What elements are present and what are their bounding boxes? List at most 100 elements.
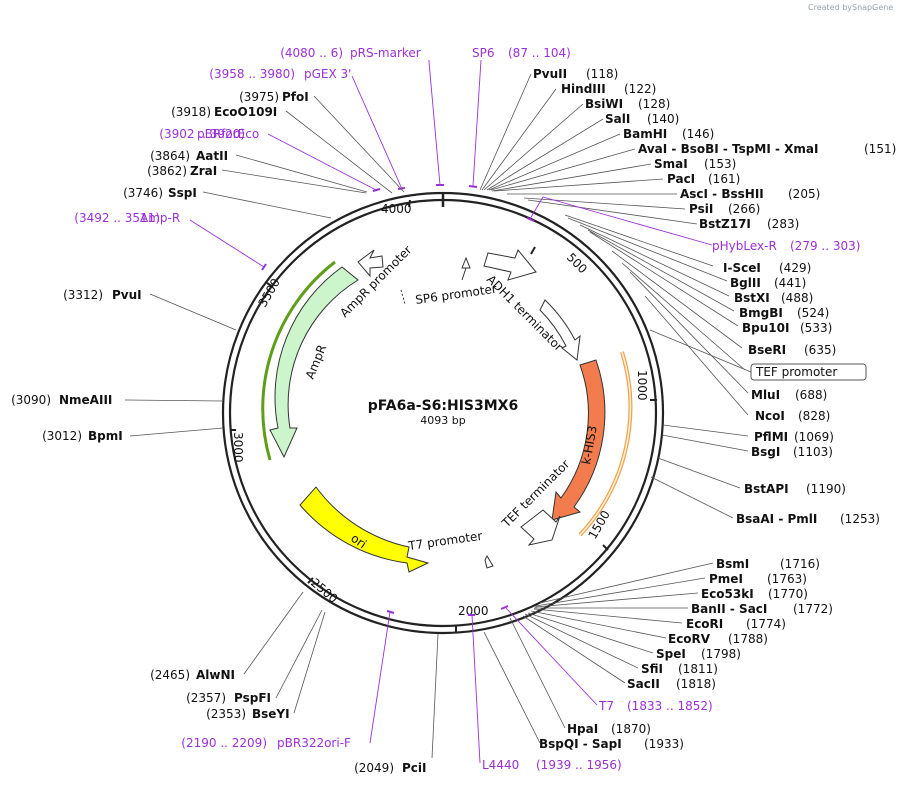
enzyme-position: (266) [728,202,760,216]
leader-line [491,163,652,192]
enzyme-name: HindIII [561,82,606,96]
enzyme-name: I-SceI [723,261,761,275]
enzyme-name: BsaAI - PmlI [736,512,817,526]
enzyme-position: (2353) [206,707,246,721]
enzyme-position: (3090) [11,393,51,407]
enzyme-name: BsgI [751,445,780,459]
leader-line [488,133,621,191]
leader-line [293,611,326,714]
enzyme-name: ZraI [190,164,217,178]
enzyme-name: NcoI [755,409,785,423]
enzyme-name: PspFI [234,691,271,705]
enzyme-name: AscI - BssHII [680,187,764,201]
leader-line [490,148,636,191]
primer-range: (2190 .. 2209) [181,736,267,750]
plasmid-name: pFA6a-S6:HIS3MX6 [368,398,518,414]
enzyme-position: (153) [704,157,736,171]
enzyme-name: BstZ17I [699,217,751,231]
enzyme-name: AlwNI [196,668,235,682]
leader-line [644,295,749,416]
enzyme-name: PflMI [754,430,788,444]
t7-promoter-arrow [484,554,494,569]
enzyme-position: (3746) [123,186,163,200]
primer-name: T7 [598,699,614,713]
enzyme-name: Bpu10I [742,321,789,335]
enzyme-name: BamHI [623,127,667,141]
enzyme-name: BspQI - SapI [539,737,622,751]
leader-line [567,217,728,282]
tick-mark [602,544,609,551]
enzyme-position: (1798) [701,647,741,661]
leader-line [493,178,664,192]
leader-line [221,169,367,194]
enzyme-name: PciI [402,761,427,775]
tef-promoter-arrow [539,299,581,361]
primer-name: pBRforEco [197,127,259,141]
enzyme-position: (1253) [840,512,880,526]
enzyme-position: (429) [779,261,811,275]
primer-range: (3902 .. 3920) [159,127,245,141]
leader-line [481,88,557,191]
enzyme-name: AvaI - BsoBI - TspMI - XmaI [638,142,818,156]
primer-marker [386,610,395,614]
leader-line [535,577,706,607]
primer-line [529,196,713,246]
enzyme-position: (1870) [611,722,651,736]
enzyme-position: (1770) [768,587,808,601]
primer-name: pRS-marker [350,46,421,60]
leader-line [523,197,686,210]
sp6-promoter-stem [461,267,467,281]
enzyme-name: BanII - SacI [691,602,767,616]
tef-terminator-arrow [520,509,561,546]
leader-line [533,608,683,624]
enzyme-position: (128) [638,97,670,111]
enzyme-name: PmeI [709,572,743,586]
primer-range: (1833 .. 1852) [627,699,713,713]
tef-promoter-label: TEF promoter [755,365,837,379]
enzyme-name: BseYI [252,707,290,721]
primer-name: pHybLex-R [712,239,777,253]
enzyme-position: (1103) [793,445,833,459]
enzyme-position: (122) [624,82,656,96]
leader-line [202,191,332,219]
leader-line [522,615,626,684]
enzyme-position: (3975) [239,90,279,104]
left-enzyme-lines [124,95,439,759]
enzyme-name: SspI [168,186,197,200]
right-enzyme-texts: PvuII(118)HindIII(122)BsiWI(128)SalI(140… [533,67,896,751]
leader-line [483,103,584,191]
tick-mark [307,577,314,584]
enzyme-position: (1788) [728,632,768,646]
enzyme-position: (161) [708,172,740,186]
enzyme-position: (2465) [150,668,190,682]
enzyme-position: (3012) [42,429,82,443]
primer-line [504,606,598,706]
tick-mark [530,246,536,255]
enzyme-name: PvuII [533,67,567,81]
enzyme-name: PacI [667,172,695,186]
leader-line [527,612,654,654]
primer-range: (3958 .. 3980) [209,67,295,81]
primer-line [428,60,441,186]
enzyme-position: (2357) [186,691,226,705]
enzyme-name: BglII [730,276,761,290]
primer-markers [261,184,535,616]
enzyme-name: EcoO109I [214,105,277,119]
enzyme-name: SalI [605,112,630,126]
enzyme-position: (118) [586,67,618,81]
enzyme-position: (140) [647,112,679,126]
feature-label-sp6-promoter: SP6 promoter [414,282,497,307]
leader-line [483,631,541,744]
tick-label: 3000 [231,432,245,463]
leader-line [527,199,698,225]
enzyme-name: SacII [627,677,660,691]
enzyme-position: (2049) [354,761,394,775]
leader-line [662,424,749,437]
primer-name: L4440 [482,758,519,772]
leader-line [539,562,714,604]
enzyme-position: (441) [774,276,806,290]
tick-mark [266,282,274,288]
credit-brand: SnapGene [852,3,893,12]
tick-label: 1000 [635,370,649,401]
primer-lines [189,59,713,764]
